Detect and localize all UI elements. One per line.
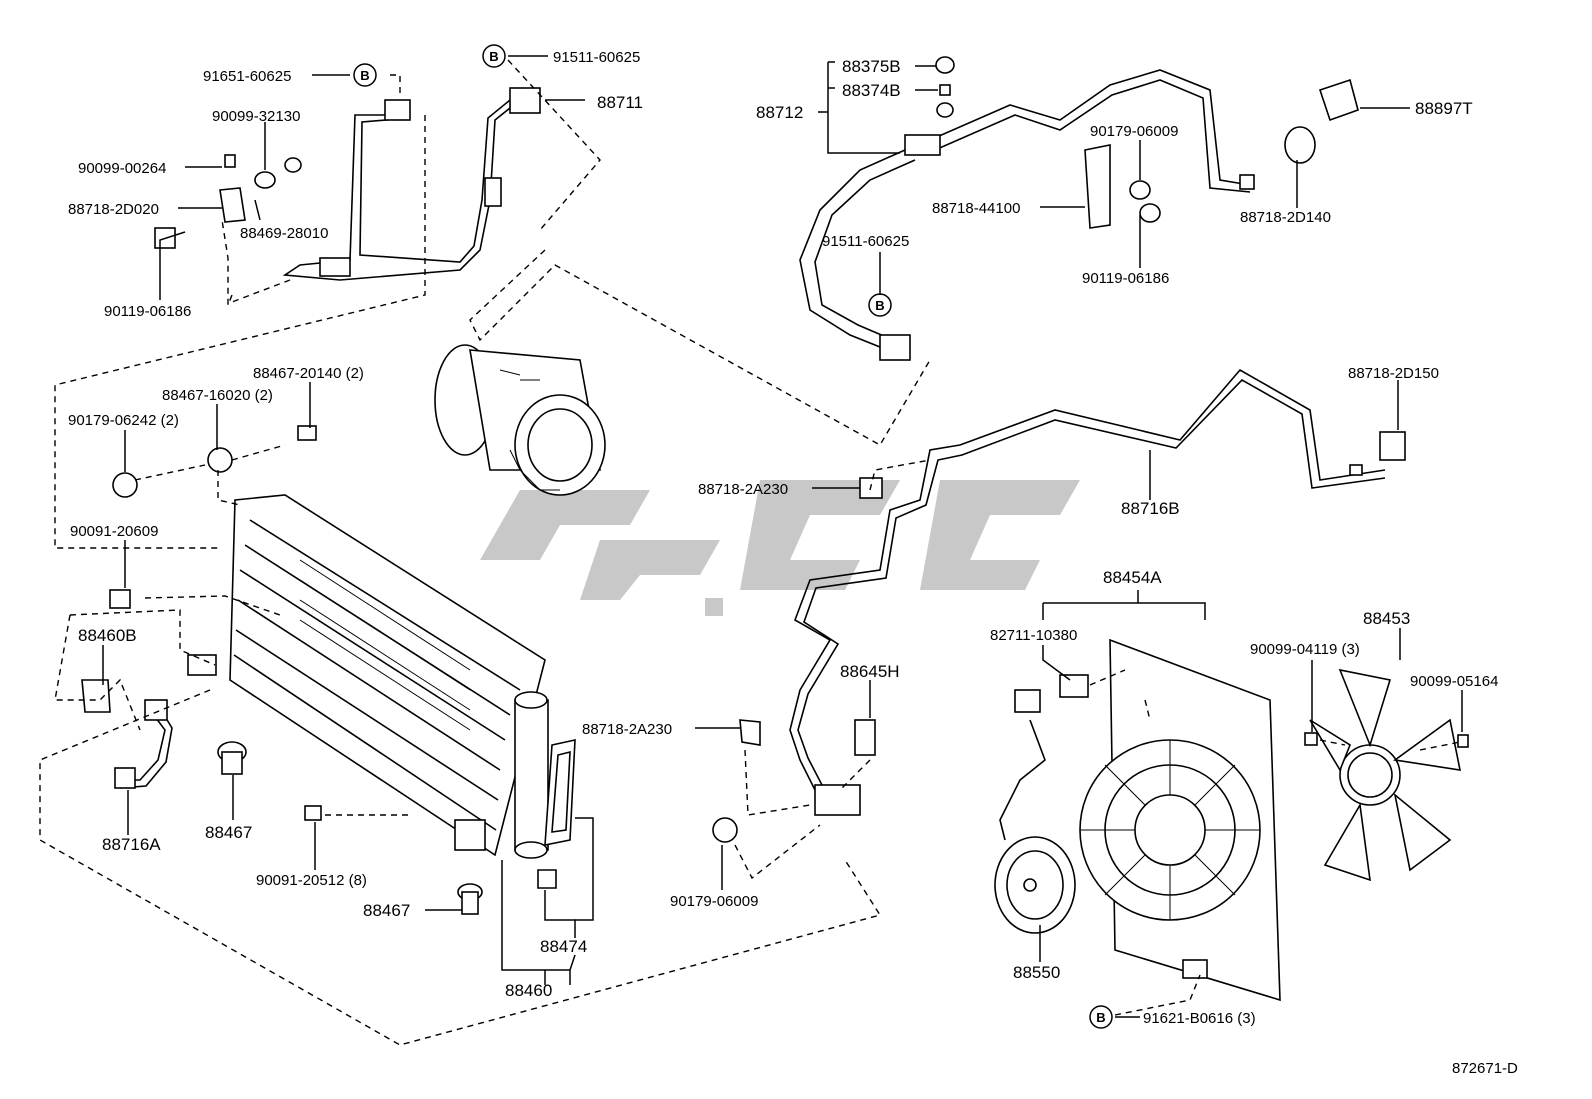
label-88718-2D140[interactable]: 88718-2D140	[1240, 209, 1331, 226]
label-90091-20609[interactable]: 90091-20609	[70, 523, 158, 540]
fan-motor	[994, 689, 1076, 934]
label-90179-06242[interactable]: 90179-06242 (2)	[68, 412, 179, 429]
fan-shroud	[1079, 638, 1281, 1002]
label-88716B[interactable]: 88716B	[1121, 499, 1180, 518]
label-88712[interactable]: 88712	[756, 103, 803, 122]
liquid-tube	[789, 368, 1386, 816]
leader-lines	[102, 55, 1463, 1018]
label-90099-00264[interactable]: 90099-00264	[78, 160, 166, 177]
fan-blade	[1309, 668, 1462, 882]
b-callout-circles: B B B B	[353, 44, 1113, 1029]
label-88718-2D020[interactable]: 88718-2D020	[68, 201, 159, 218]
label-90099-05164[interactable]: 90099-05164	[1410, 673, 1498, 690]
label-90119-06186-right[interactable]: 90119-06186	[1082, 270, 1169, 287]
label-88550[interactable]: 88550	[1013, 963, 1060, 982]
label-88711[interactable]: 88711	[597, 93, 643, 112]
b-callout-4: B	[1096, 1010, 1105, 1025]
label-88718-2A230-top[interactable]: 88718-2A230	[698, 481, 788, 498]
label-91511-60625-mid[interactable]: 91511-60625	[822, 233, 909, 250]
label-88460[interactable]: 88460	[505, 981, 552, 1000]
filter-element	[537, 738, 576, 889]
label-88467-16020[interactable]: 88467-16020 (2)	[162, 387, 273, 404]
label-90099-04119[interactable]: 90099-04119 (3)	[1250, 641, 1360, 658]
label-90091-20512[interactable]: 90091-20512 (8)	[256, 872, 367, 889]
condenser	[187, 494, 546, 857]
label-90179-06009-bottom[interactable]: 90179-06009	[670, 893, 758, 910]
small-tube	[114, 699, 173, 789]
compressor	[434, 344, 606, 496]
label-88453[interactable]: 88453	[1363, 609, 1410, 628]
label-88645H[interactable]: 88645H	[840, 662, 900, 681]
label-88374B[interactable]: 88374B	[842, 81, 901, 100]
label-90119-06186-left[interactable]: 90119-06186	[104, 303, 191, 320]
b-callout-2: B	[489, 49, 498, 64]
hardware-parts	[81, 56, 1469, 979]
label-88454A[interactable]: 88454A	[1103, 568, 1162, 587]
label-88718-2D150[interactable]: 88718-2D150	[1348, 365, 1439, 382]
label-88897T[interactable]: 88897T	[1415, 99, 1473, 118]
label-91651-60625[interactable]: 91651-60625	[203, 68, 291, 85]
label-90099-32130[interactable]: 90099-32130	[212, 108, 300, 125]
receiver-dryer	[514, 691, 549, 859]
label-82711-10380[interactable]: 82711-10380	[990, 627, 1077, 644]
b-callout-1: B	[360, 68, 369, 83]
suction-hose	[799, 69, 1251, 361]
label-88467-upper[interactable]: 88467	[205, 823, 252, 842]
label-88467-20140[interactable]: 88467-20140 (2)	[253, 365, 364, 382]
label-88716A[interactable]: 88716A	[102, 835, 161, 854]
label-88718-44100[interactable]: 88718-44100	[932, 200, 1020, 217]
label-88467-lower[interactable]: 88467	[363, 901, 410, 920]
label-88718-2A230-bottom[interactable]: 88718-2A230	[582, 721, 672, 738]
discharge-hose	[282, 87, 541, 281]
b-callout-3: B	[875, 298, 884, 313]
label-88375B[interactable]: 88375B	[842, 57, 901, 76]
label-88460B[interactable]: 88460B	[78, 626, 137, 645]
part-labels: 91651-60625 91511-60625 88711 90099-3213…	[68, 49, 1518, 1077]
label-91621-B0616[interactable]: 91621-B0616 (3)	[1143, 1010, 1256, 1027]
watermark-logo	[480, 480, 1080, 616]
label-88469-28010[interactable]: 88469-28010	[240, 225, 328, 242]
figure-id: 872671-D	[1452, 1060, 1518, 1077]
label-90179-06009-top[interactable]: 90179-06009	[1090, 123, 1178, 140]
label-91511-60625-top[interactable]: 91511-60625	[553, 49, 640, 66]
assembly-dashed-lines	[39, 59, 1461, 1046]
label-88474[interactable]: 88474	[540, 937, 587, 956]
